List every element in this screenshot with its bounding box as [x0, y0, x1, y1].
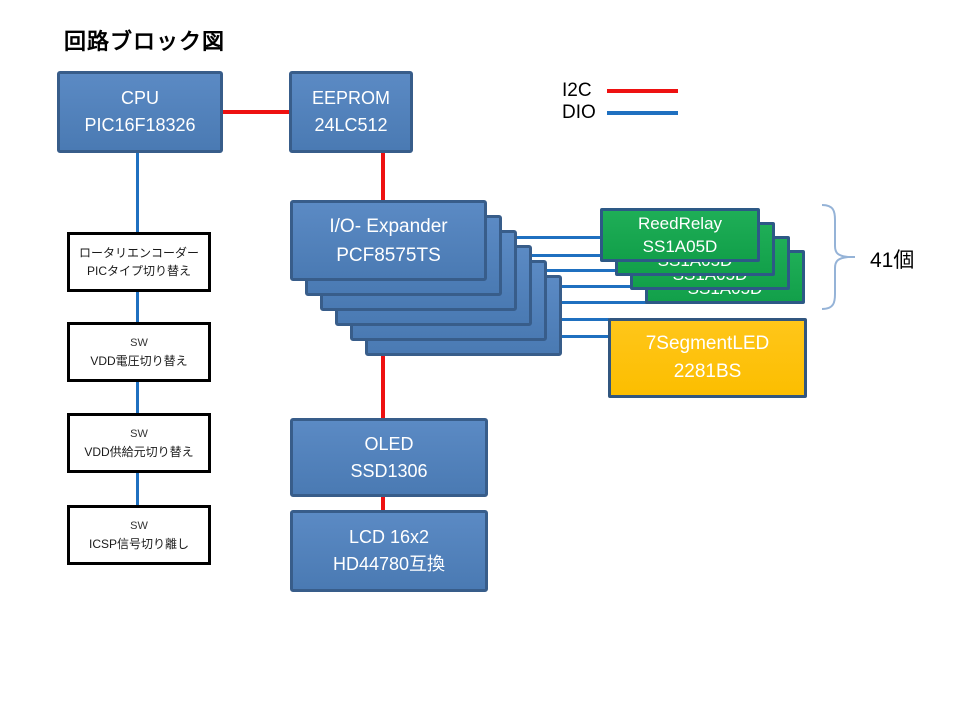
block-eeprom: EEPROM 24LC512	[289, 71, 413, 153]
switch-box-line1: SW	[130, 428, 148, 440]
cpu-part-number: PIC16F18326	[84, 115, 196, 135]
page-title: 回路ブロック図	[64, 29, 226, 54]
block-oled: OLED SSD1306	[290, 418, 488, 497]
reed-relay-name: ReedRelay	[637, 214, 723, 233]
7segment-led-part-number: 2281BS	[673, 361, 742, 382]
i2c-line-oled-lcd	[381, 497, 385, 510]
block-reed-relay: ReedRelay SS1A05D	[600, 208, 760, 262]
io-expander-part-number: PCF8575TS	[336, 244, 441, 266]
oled-part-number: SSD1306	[350, 460, 428, 481]
block-io-expander: I/O- Expander PCF8575TS	[290, 200, 487, 281]
legend-i2c-label: I2C	[562, 80, 592, 101]
block-cpu: CPU PIC16F18326	[57, 71, 223, 153]
reed-relay-part-number: SS1A05D	[642, 237, 718, 256]
switch-box-line2: ICSP信号切り離し	[88, 537, 189, 551]
switch-box-line1: SW	[130, 520, 148, 532]
switch-box-vdd-source: SW VDD供給元切り替え	[67, 413, 211, 473]
switch-box-line2: VDD電圧切り替え	[90, 354, 188, 368]
switch-box-line1: ロータリエンコーダー	[78, 246, 199, 260]
legend-i2c-line	[607, 89, 678, 93]
7segment-led-name: 7SegmentLED	[645, 333, 770, 354]
switch-box-vdd-voltage: SW VDD電圧切り替え	[67, 322, 211, 382]
switch-box-icsp-isolate: SW ICSP信号切り離し	[67, 505, 211, 565]
lcd-name: LCD 16x2	[348, 527, 430, 547]
eeprom-part-number: 24LC512	[314, 115, 388, 135]
dio-line-expander-7seg-b	[562, 335, 609, 338]
switch-box-line2: VDD供給元切り替え	[84, 445, 194, 459]
dio-line-cpu-encoder	[136, 153, 139, 232]
lcd-part-number: HD44780互換	[332, 554, 446, 574]
i2c-line-cpu-eeprom	[223, 110, 289, 114]
brace-relay-count	[821, 204, 855, 310]
block-7segment-led: 7SegmentLED 2281BS	[608, 318, 807, 398]
dio-line-expander-relay1-a	[517, 236, 602, 239]
dio-line-sw2-sw3	[136, 473, 139, 505]
dio-line-expander-relay3	[562, 285, 632, 288]
dio-line-sw1-sw2	[136, 382, 139, 413]
oled-name: OLED	[364, 433, 414, 454]
dio-line-expander-relay2	[547, 269, 617, 272]
dio-line-expander-relay4	[562, 301, 647, 304]
dio-line-expander-7seg-a	[562, 318, 609, 321]
cpu-name: CPU	[120, 88, 159, 108]
switch-box-line2: PICタイプ切り替え	[86, 264, 191, 278]
relay-count-label: 41個	[870, 249, 915, 272]
i2c-line-eeprom-expander	[381, 153, 385, 200]
dio-line-expander-relay1-b	[532, 254, 602, 257]
legend-dio-line	[607, 111, 678, 115]
io-expander-name: I/O- Expander	[329, 215, 448, 237]
dio-line-encoder-sw1	[136, 292, 139, 322]
legend-dio-label: DIO	[562, 102, 596, 123]
block-lcd: LCD 16x2 HD44780互換	[290, 510, 488, 592]
switch-box-rotary-encoder: ロータリエンコーダー PICタイプ切り替え	[67, 232, 211, 292]
eeprom-name: EEPROM	[311, 88, 390, 108]
switch-box-line1: SW	[130, 337, 148, 349]
